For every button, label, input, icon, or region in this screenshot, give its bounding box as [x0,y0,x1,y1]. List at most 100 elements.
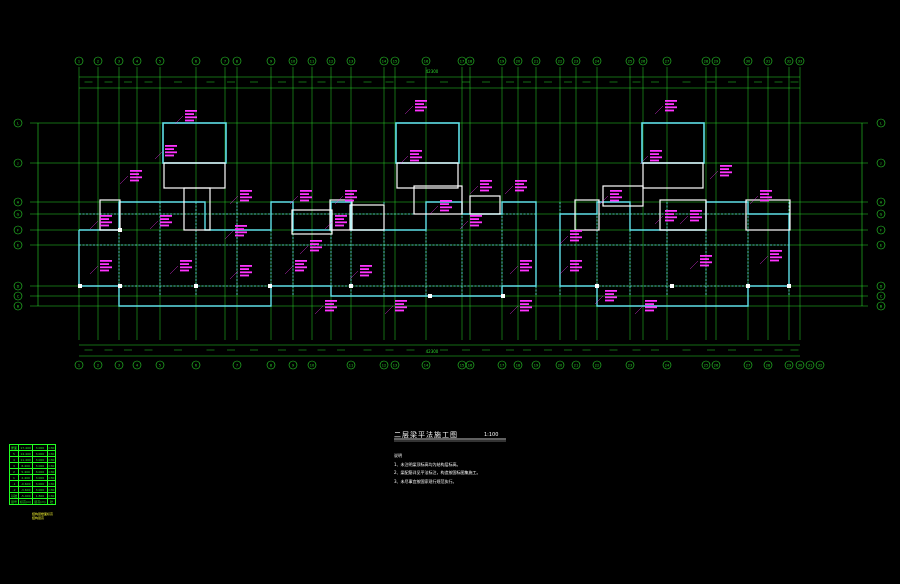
axis-label-left: F [17,229,19,233]
axis-label-bottom: 13 [393,364,397,368]
axis-bubble-right [876,158,886,168]
annotation-text-stroke [180,266,192,269]
annotation-text-stroke [130,173,139,175]
axis-bubble-top [555,56,565,66]
axis-label-left: E [17,244,19,248]
axis-label-top: 12 [329,60,333,64]
axis-label-left: G [17,213,20,217]
beam-outline [78,230,537,307]
axis-label-top: 24 [595,60,600,64]
annotation-leader [404,105,414,115]
annotation-text-stroke [360,274,369,277]
annotation-leader [749,195,759,205]
beam-annotation [700,255,712,267]
axis-label-top: 11 [310,60,314,64]
wall-block [574,199,600,231]
annotation-text-stroke [395,300,407,302]
level-table-cell: 砼 [46,498,57,505]
axis-label-bottom: 8 [270,364,272,368]
annotation-text-stroke [300,190,312,192]
column [194,284,198,288]
annotation-text-stroke [100,215,112,217]
annotation-text-stroke [760,190,772,192]
wall-block [349,204,385,231]
axis-bubble-right [876,225,886,235]
annotation-text-stroke [720,165,732,167]
beam-annotation [760,190,772,202]
annotation-text-stroke [770,256,782,259]
column [78,284,82,288]
axis-bubble-right [876,197,886,207]
beam-annotation [360,265,372,277]
annotation-leader [299,245,309,255]
column [746,284,750,288]
annotation-text-stroke [570,263,579,265]
annotation-text-stroke [240,268,249,270]
annotation-text-stroke [760,199,769,202]
axis-label-bottom: 32 [818,364,822,368]
axis-bubble-top [638,56,648,66]
axis-label-top: 22 [558,60,562,64]
annotation-text-stroke [650,153,659,155]
beam-annotation [410,150,422,162]
annotation-leader [399,155,409,165]
column [670,284,674,288]
annotation-text-stroke [395,306,407,309]
annotation-text-stroke [665,103,674,105]
annotation-text-stroke [325,306,337,309]
beam-annotation [295,260,307,272]
beam-annotation [470,215,482,227]
annotation-text-stroke [360,271,372,274]
annotation-text-stroke [300,199,309,202]
annotation-leader [654,105,664,115]
axis-label-bottom: 27 [746,364,750,368]
column [595,284,599,288]
axis-label-right: C [880,295,883,299]
annotation-leader [229,195,239,205]
annotation-text-stroke [235,228,244,230]
annotation-text-stroke [325,300,337,302]
annotation-leader [599,195,609,205]
annotation-leader [679,215,689,225]
axis-label-bottom: 15 [460,364,464,368]
annotation-text-stroke [645,300,657,302]
column [349,284,353,288]
annotation-leader [654,215,664,225]
annotation-text-stroke [165,154,174,157]
beam-annotation [235,225,247,237]
annotation-text-stroke [665,213,674,215]
annotation-text-stroke [570,239,579,242]
axis-label-top: 28 [704,60,708,64]
axis-bubble-left [13,240,23,250]
annotation-text-stroke [300,193,309,195]
axis-bubble-left [13,197,23,207]
annotation-text-stroke [130,170,142,172]
beam-annotation [515,180,527,192]
annotation-text-stroke [605,296,617,299]
annotation-text-stroke [520,260,532,262]
beam-annotation [770,250,782,262]
axis-bubble-top [711,56,721,66]
axis-bubble-bottom [421,360,431,370]
column [268,284,272,288]
axis-label-bottom: 11 [349,364,353,368]
axis-label-top: 18 [468,60,472,64]
beam-annotation [720,165,732,177]
axis-label-right: F [880,229,882,233]
annotation-text-stroke [410,159,419,162]
annotation-leader [384,305,394,315]
annotation-text-stroke [295,263,304,265]
wall-block [183,187,211,231]
axis-bubble-bottom [266,360,276,370]
axis-bubble-bottom [191,360,201,370]
axis-bubble-bottom [74,360,84,370]
core-lower [642,162,704,189]
annotation-text-stroke [570,260,582,262]
axis-label-right: H [880,201,883,205]
beam-annotation [180,260,192,272]
beam-annotation [345,190,357,202]
annotation-text-stroke [700,255,712,257]
